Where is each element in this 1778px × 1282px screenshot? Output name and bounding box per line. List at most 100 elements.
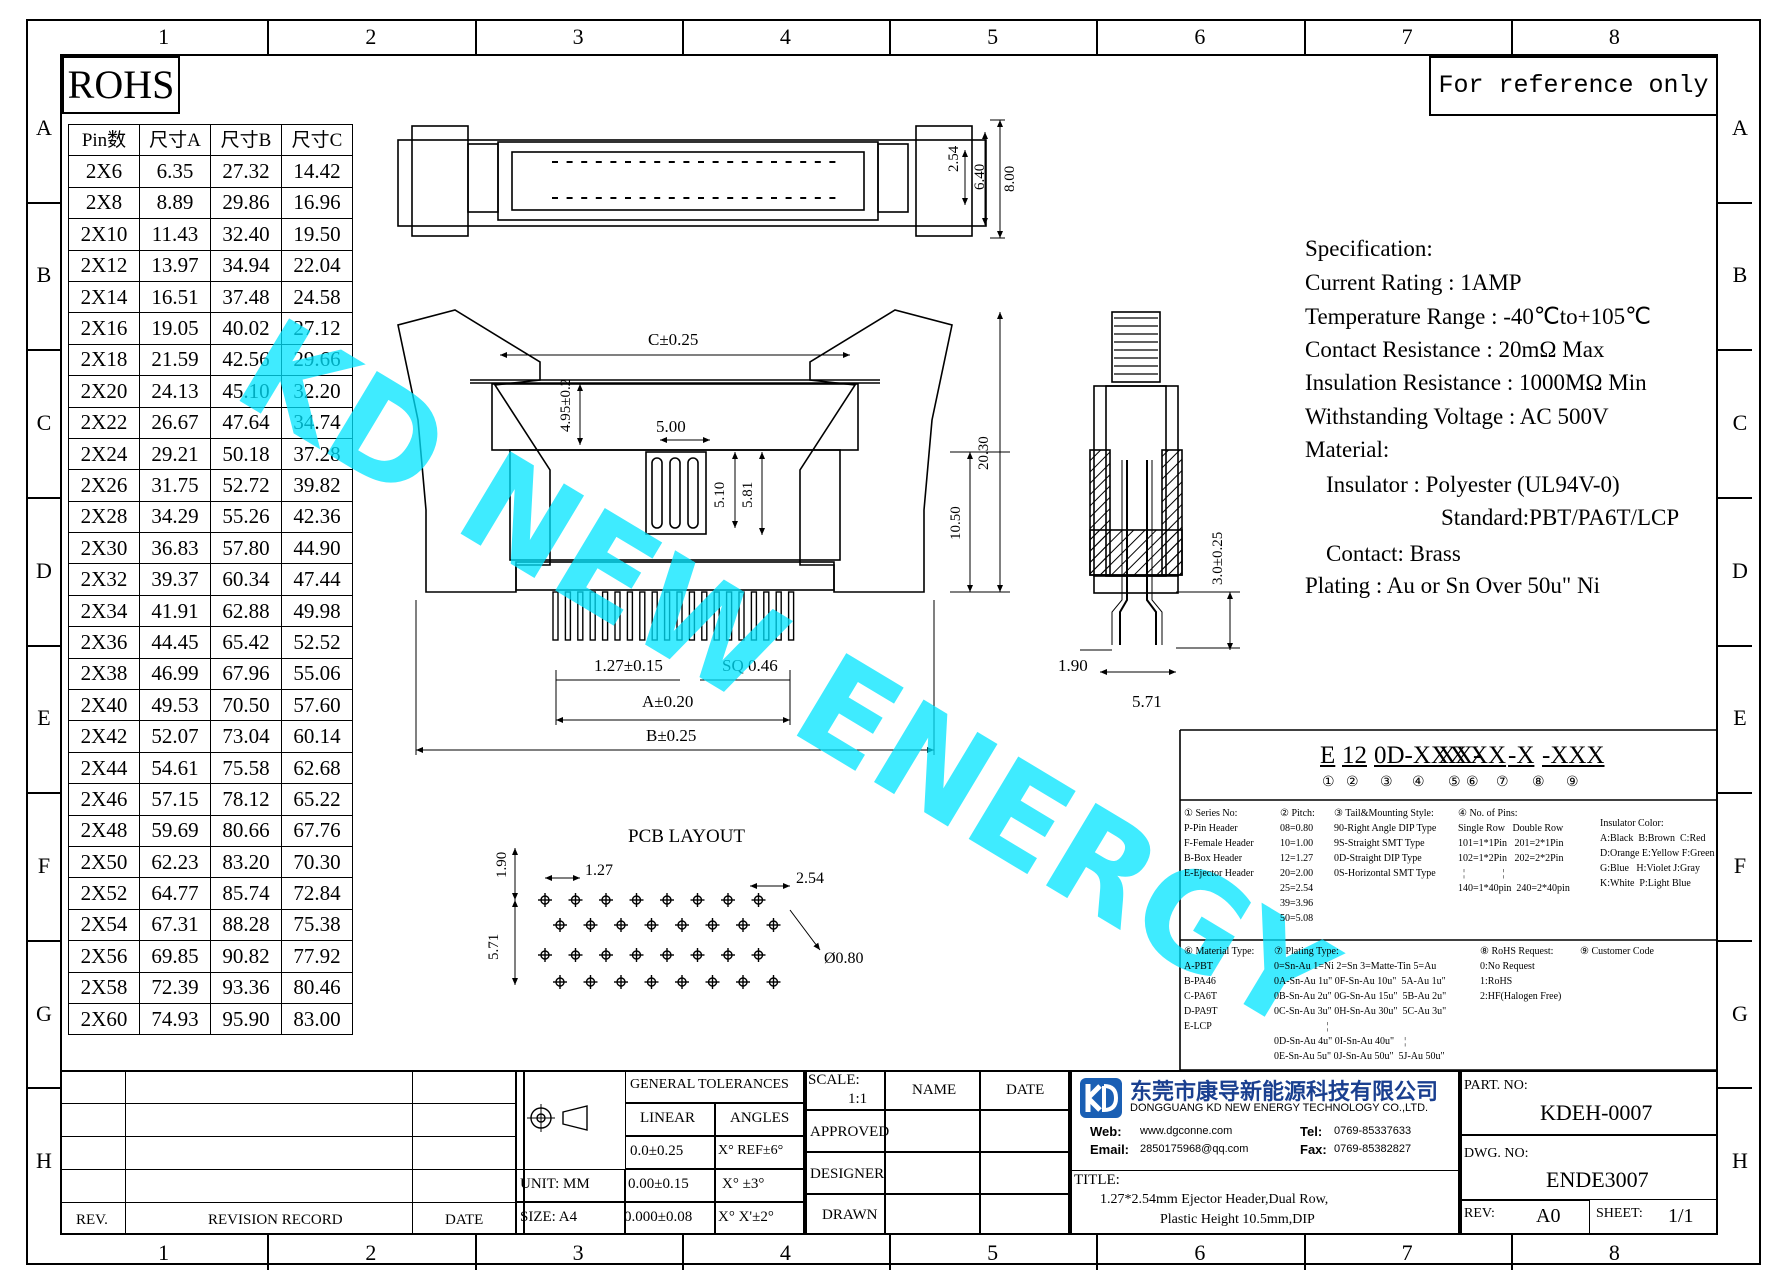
front-view-pin [738,591,745,641]
front-view-slot [651,457,663,529]
note-rohs: ⑧ RoHS Request: 0:No Request 1:RoHS 2:HF… [1480,946,1562,1002]
zone-column-label: 8 [1608,1240,1620,1265]
pcb-dim-2-54: 2.54 [796,870,824,887]
zone-row-label: A [1732,114,1748,140]
front-view-pin [564,591,572,641]
grid-line [125,1070,126,1235]
table-cell: 2X12 [68,249,140,282]
spec-line: Withstanding Voltage : AC 500V [1305,404,1609,429]
company-name-en: DONGGUANG KD NEW ENERGY TECHNOLOGY CO.,L… [1130,1102,1429,1114]
angles-header: ANGLES [730,1110,790,1126]
dim-2-54: 2.54 [946,145,962,172]
zone-tick [26,1087,60,1090]
table-cell: 27.32 [210,155,282,188]
table-cell: 47.44 [281,563,353,596]
zone-tick [1303,19,1306,54]
zone-tick [1718,1087,1752,1090]
table-cell: 46.99 [139,657,211,691]
table-cell: 72.84 [281,877,353,910]
revision-record-header: REVISION RECORD [208,1212,343,1228]
front-view-pin [676,591,683,641]
zone-tick [474,1235,477,1270]
zone-tick [1718,201,1752,204]
side-view [1080,311,1240,675]
table-cell: 42.36 [281,500,353,534]
table-cell: 77.92 [281,940,353,973]
front-view-pin [601,591,609,641]
table-cell: 2X28 [68,500,140,534]
fax-value: 0769-85382827 [1334,1143,1412,1155]
part-no-value: KDEH-0007 [1540,1100,1653,1125]
dim-8-00: 8.00 [1002,165,1018,192]
zone-column-label: 4 [779,1240,791,1265]
note-series: ① Series No: P-Pin Header F-Female Heade… [1184,808,1254,879]
pcb-layout-title: PCB LAYOUT [628,826,746,847]
table-cell: 2X38 [68,657,140,691]
pcb-dim-hole: Ø0.80 [824,950,864,967]
front-view [397,309,1010,755]
dim-10-50: 10.50 [948,506,964,540]
note-tail: ③ Tail&Mounting Style: 90-Right Angle DI… [1334,808,1437,879]
zone-tick [1718,939,1752,942]
table-cell: 32.20 [281,375,353,408]
table-cell: 19.05 [139,312,211,345]
grid-line [60,1169,515,1170]
zone-column-label: 3 [572,24,584,49]
table-cell: 2X36 [68,626,140,659]
zone-row-label: H [36,1148,52,1174]
zone-tick [26,201,60,204]
table-cell: 75.38 [281,908,353,942]
front-view-pin [626,591,634,641]
dwg-no-label: DWG. NO: [1464,1146,1529,1161]
pcb-dim-5-71: 5.71 [486,933,502,960]
table-cell: 52.07 [139,720,211,753]
zone-row-label: G [1732,1000,1748,1026]
zone-tick [26,349,60,352]
grid-line [60,1070,515,1071]
table-cell: 57.80 [210,532,282,565]
table-cell: 75.58 [210,751,282,785]
spec-line: Insulation Resistance : 1000MΩ Min [1305,370,1647,395]
front-view-pin [688,591,696,641]
zone-row-label: E [37,705,51,731]
front-view-pin [725,591,733,641]
table-cell: 2X50 [68,845,140,879]
spec-line: Insulator : Polyester (UL94V-0) [1326,472,1620,497]
zone-tick [26,644,60,647]
front-view-pin [713,591,720,641]
zone-column-label: 6 [1194,24,1206,49]
dim-5-81: 5.81 [740,481,756,508]
part-code-index: ⑧ [1532,774,1545,790]
dim-a: A±0.20 [642,692,694,711]
table-cell: 2X20 [68,375,140,408]
sheet-value: 1/1 [1668,1205,1694,1227]
table-header-cell: 尺寸C [281,123,353,157]
front-view-pin [552,591,559,641]
table-cell: 2X52 [68,877,140,910]
table-cell: 31.75 [139,469,211,502]
table-cell: 13.97 [139,249,211,282]
table-cell: 34.29 [139,500,211,534]
table-cell: 83.00 [281,1002,353,1036]
zone-row-label: H [1732,1148,1748,1174]
part-code-index: ④ [1412,774,1425,790]
table-cell: 49.53 [139,689,211,722]
table-cell: 78.12 [210,783,282,816]
table-cell: 2X60 [68,1002,140,1036]
table-cell: 45.10 [210,375,282,408]
spec-line: Contact Resistance : 20mΩ Max [1305,337,1605,362]
table-cell: 2X40 [68,689,140,722]
front-view-pin [577,591,584,641]
part-code-index: ③ [1380,774,1393,790]
linear-tol-2: 0.00±0.15 [628,1176,689,1192]
zone-row-label: D [36,557,52,583]
table-cell: 83.20 [210,845,282,879]
dim-20-30: 20.30 [976,436,992,470]
zone-tick [1510,1235,1513,1270]
zone-row-label: F [37,852,51,878]
